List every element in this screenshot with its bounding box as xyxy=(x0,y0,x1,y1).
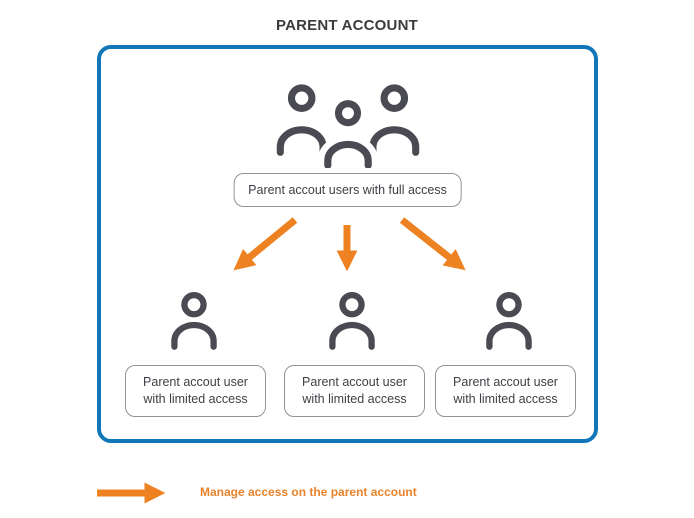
legend-label: Manage access on the parent account xyxy=(200,485,417,499)
limited-access-label: Parent accout user with limited access xyxy=(284,365,425,417)
access-arrows xyxy=(233,217,466,272)
user-icon xyxy=(323,100,372,168)
arrow-down-left-icon xyxy=(233,217,298,271)
page-title: PARENT ACCOUNT xyxy=(276,17,418,34)
user-icon xyxy=(329,291,375,350)
user-icon xyxy=(171,291,217,350)
full-access-label: Parent accout users with full access xyxy=(233,173,462,207)
user-icon xyxy=(276,84,327,156)
user-icon xyxy=(368,84,419,156)
user-icon xyxy=(486,291,532,350)
limited-access-label: Parent accout user with limited access xyxy=(125,365,266,417)
limited-access-label: Parent accout user with limited access xyxy=(435,365,576,417)
arrow-down-right-icon xyxy=(399,217,466,271)
users-group-icon xyxy=(276,84,419,168)
parent-account-box: Parent accout users with full access xyxy=(97,45,598,443)
arrow-right-icon xyxy=(97,482,166,504)
